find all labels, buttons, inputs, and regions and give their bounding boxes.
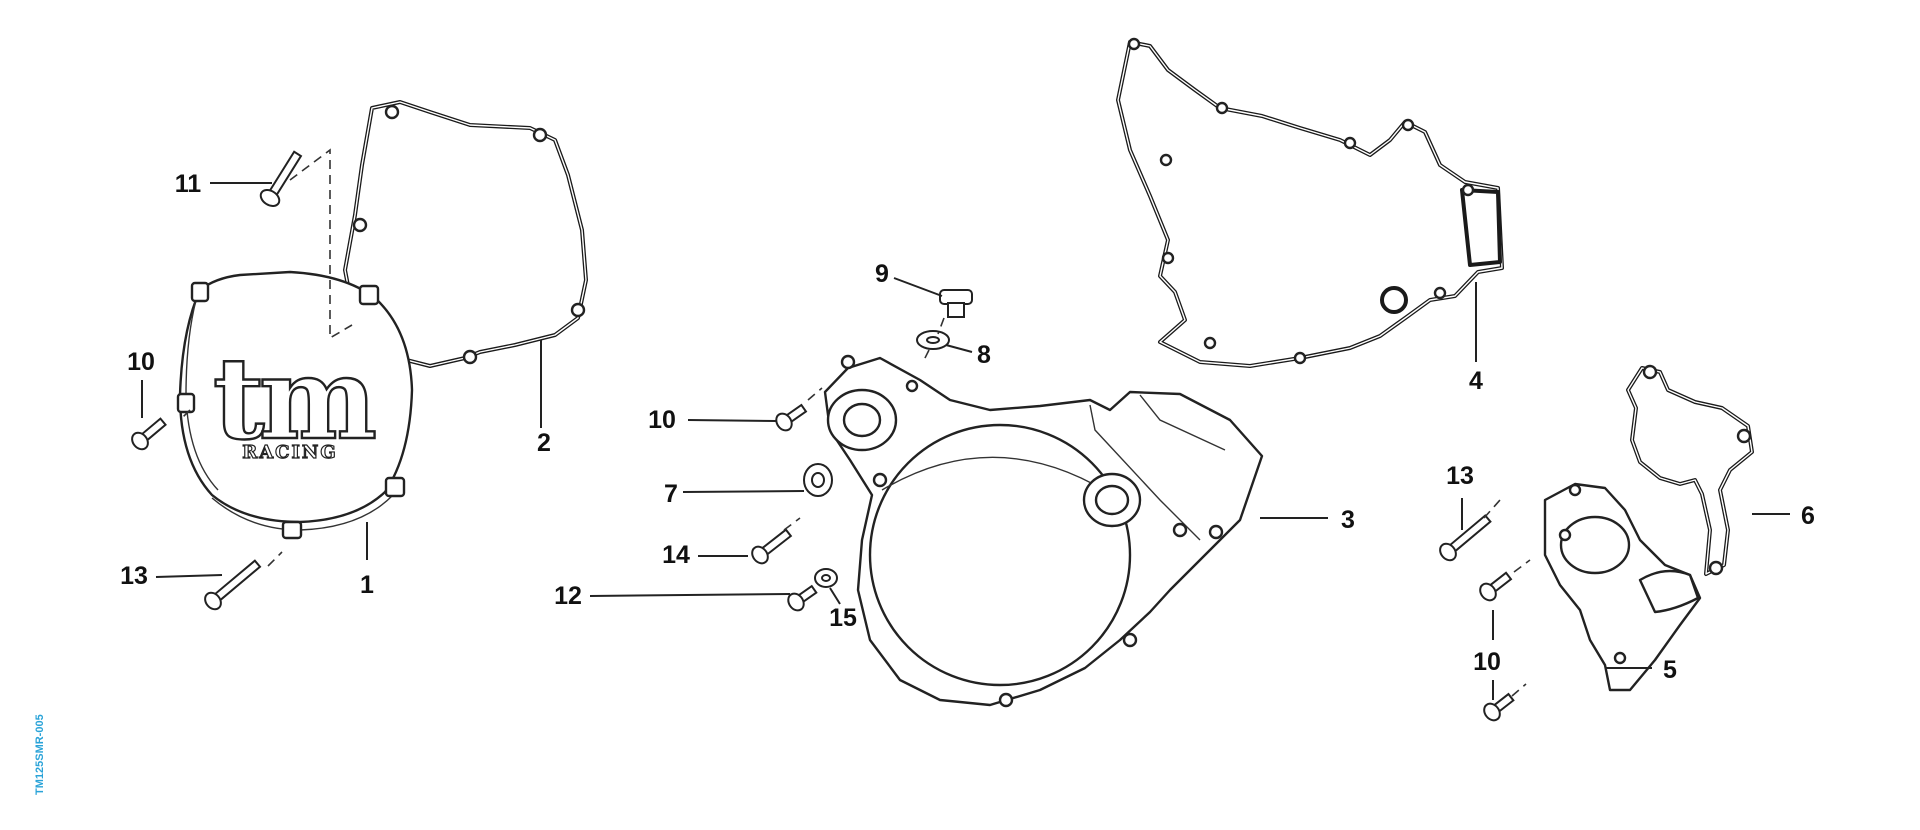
callout-12: 12 xyxy=(554,582,582,610)
bolt-13-left xyxy=(204,559,262,611)
callout-13a: 13 xyxy=(120,562,148,590)
logo-tm: tm xyxy=(213,334,375,465)
part-4-gasket xyxy=(1116,37,1504,368)
drawing-code: TM125SMR-005 xyxy=(34,714,46,795)
callout-10b: 10 xyxy=(648,406,676,434)
callout-1: 1 xyxy=(360,571,374,599)
assembly-lines xyxy=(179,148,1531,697)
bolt-12 xyxy=(787,584,818,612)
part-3-crankcase-cover xyxy=(823,354,1264,708)
leader-lines xyxy=(141,182,1790,700)
callout-7: 7 xyxy=(664,480,678,508)
callout-3: 3 xyxy=(1341,506,1355,534)
callout-11: 11 xyxy=(175,170,202,198)
bolt-14 xyxy=(751,528,793,565)
callout-15: 15 xyxy=(829,604,857,632)
bolt-10-middle xyxy=(775,403,808,432)
callout-6: 6 xyxy=(1801,502,1815,530)
washer-15 xyxy=(814,568,838,588)
callout-8: 8 xyxy=(977,341,991,369)
callout-4: 4 xyxy=(1469,367,1483,395)
callout-labels: 1 2 3 4 5 6 7 8 9 10 10 10 11 12 13 13 1… xyxy=(120,170,1815,684)
bolt-10-left xyxy=(131,417,167,451)
plug-9 xyxy=(939,289,973,318)
washer-8 xyxy=(916,330,950,350)
callout-9: 9 xyxy=(875,260,889,288)
part-6-water-pump-gasket xyxy=(1626,364,1754,576)
callout-2: 2 xyxy=(537,429,551,457)
bolt-10-right-lower xyxy=(1483,692,1515,722)
bolt-10-right-upper xyxy=(1479,571,1513,602)
part-1-ignition-cover: tm RACING xyxy=(176,270,414,540)
callout-14: 14 xyxy=(662,541,690,569)
seal-7 xyxy=(803,463,833,497)
callout-5: 5 xyxy=(1663,656,1677,684)
callout-10a: 10 xyxy=(127,348,155,376)
callout-10c: 10 xyxy=(1473,648,1501,676)
part-5-water-pump-cover xyxy=(1543,482,1702,692)
callout-13b: 13 xyxy=(1446,462,1474,490)
logo-racing: RACING xyxy=(242,442,338,463)
bolt-11 xyxy=(259,150,303,207)
bolt-13-right xyxy=(1439,514,1492,562)
